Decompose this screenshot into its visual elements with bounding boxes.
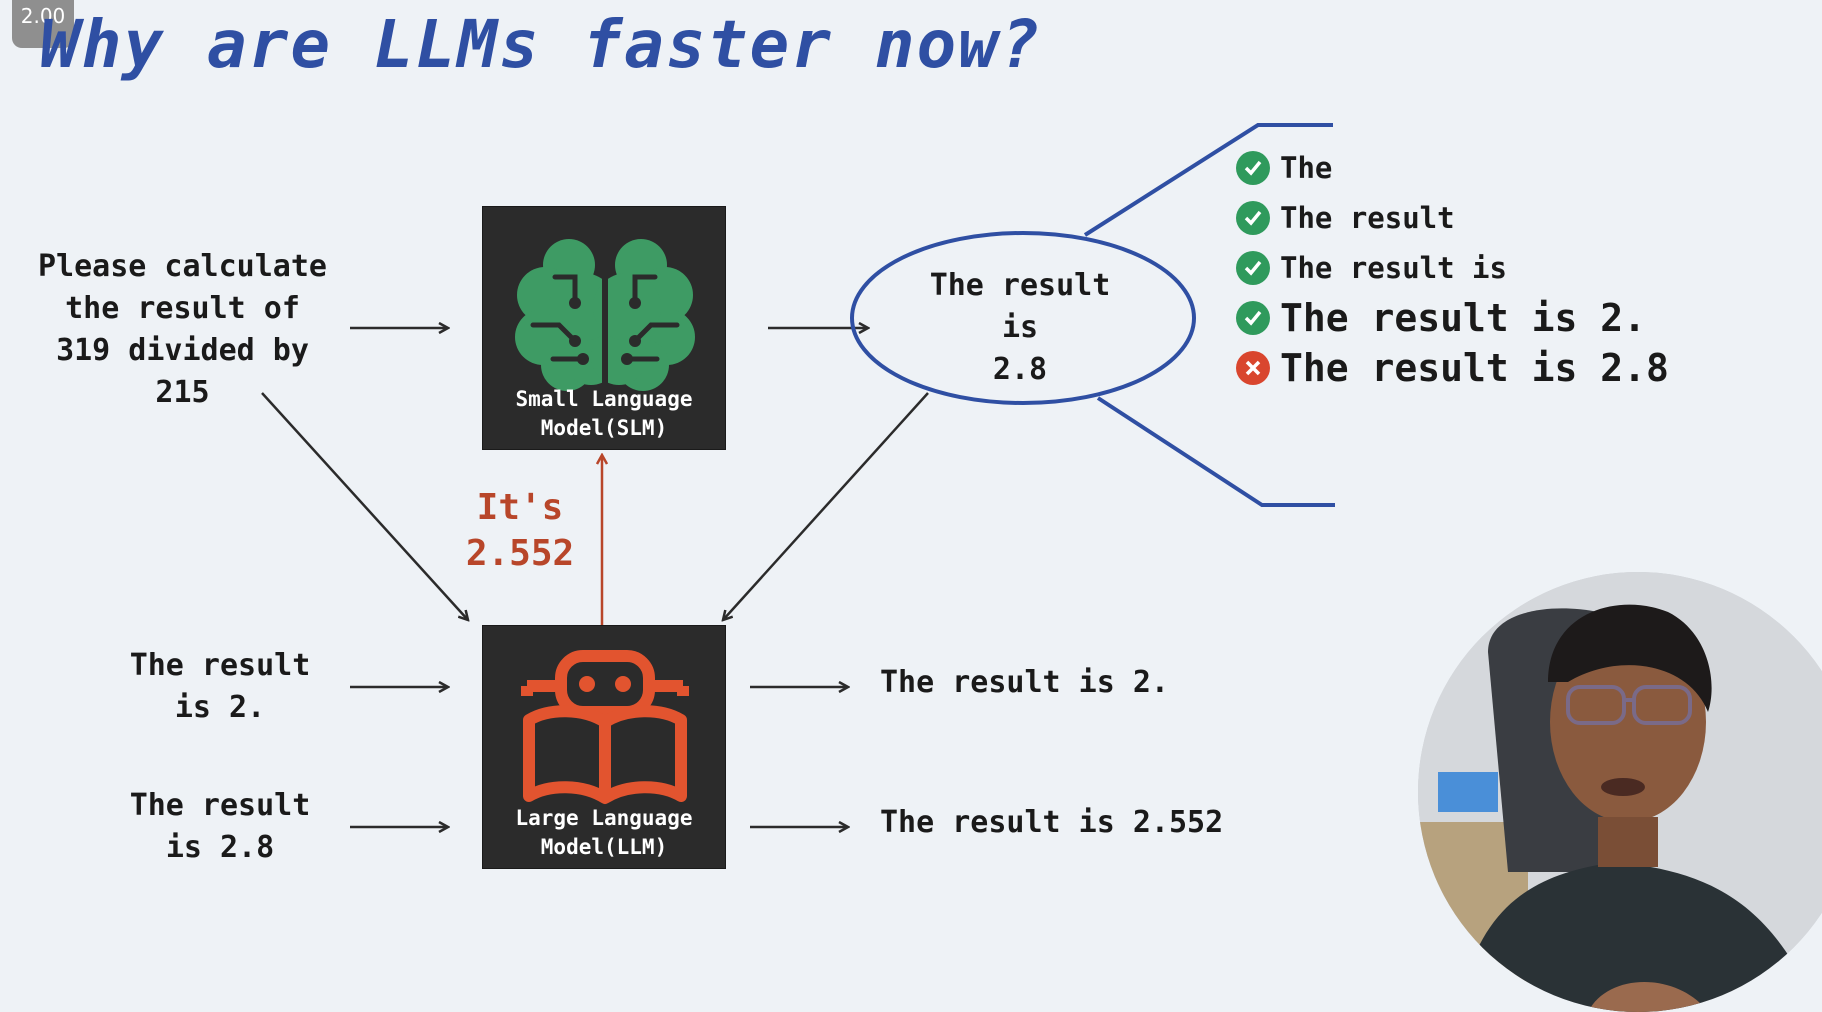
token-bracket-bottom <box>1096 396 1335 507</box>
llm-input: The result is 2.8 <box>80 785 360 869</box>
llm-box: Large Language Model(LLM) <box>482 625 726 869</box>
prompt-line: 215 <box>155 375 210 410</box>
playback-speed-value: 2.00 <box>20 4 66 28</box>
token-text: The result is 2.8 <box>1280 346 1669 390</box>
token-item: The <box>1236 143 1669 193</box>
token-text: The <box>1280 151 1333 185</box>
draft-bubble <box>850 231 1196 405</box>
robot-book-icon <box>521 650 689 804</box>
arrow-bubble-to-llm <box>723 392 929 620</box>
slm-label: Small Language Model(SLM) <box>483 385 725 443</box>
prompt-line: 319 divided by <box>56 333 309 368</box>
check-icon <box>1236 301 1270 335</box>
llm-output: The result is 2. <box>880 665 1169 700</box>
token-item: The result <box>1236 193 1669 243</box>
check-icon <box>1236 201 1270 235</box>
playback-speed-badge[interactable]: 2.00 <box>12 0 74 48</box>
slm-label-line: Small Language <box>515 387 693 411</box>
slm-label-line: Model(SLM) <box>540 416 668 440</box>
llm-input-line: is 2.8 <box>165 830 275 865</box>
llm-input-line: The result <box>129 648 311 683</box>
llm-input-line: The result <box>129 788 311 823</box>
token-item: The result is 2. <box>1236 293 1669 343</box>
draft-line: is <box>1001 310 1039 345</box>
token-text: The result is <box>1280 251 1507 285</box>
brain-icon <box>515 239 695 391</box>
llm-input-line: is 2. <box>174 690 266 725</box>
verify-line: It's <box>476 487 564 528</box>
token-text: The result <box>1280 201 1455 235</box>
prompt-line: the result of <box>65 291 300 326</box>
token-item: The result is 2.8 <box>1236 343 1669 393</box>
llm-label-line: Model(LLM) <box>540 835 668 859</box>
token-text: The result is 2. <box>1280 296 1647 340</box>
token-verification-list: The The result The result is The result … <box>1236 143 1669 393</box>
presenter-video-frame <box>1418 572 1822 1012</box>
check-icon <box>1236 151 1270 185</box>
prompt-text: Please calculate the result of 319 divid… <box>10 246 355 414</box>
draft-line: The result <box>929 268 1111 303</box>
slm-box: Small Language Model(SLM) <box>482 206 726 450</box>
draft-line: 2.8 <box>992 352 1048 387</box>
token-item: The result is <box>1236 243 1669 293</box>
presenter-webcam <box>1418 572 1822 1012</box>
arrow-prompt-to-llm <box>261 392 468 620</box>
llm-label: Large Language Model(LLM) <box>483 804 725 862</box>
prompt-line: Please calculate <box>38 249 327 284</box>
cross-icon <box>1236 351 1270 385</box>
slide-title: Why are LLMs faster now? <box>40 6 1042 83</box>
draft-bubble-text: The result is 2.8 <box>870 265 1170 391</box>
token-bracket-top <box>1083 123 1333 237</box>
check-icon <box>1236 251 1270 285</box>
llm-output: The result is 2.552 <box>880 805 1224 840</box>
llm-label-line: Large Language <box>515 806 693 830</box>
verify-line: 2.552 <box>465 533 575 574</box>
llm-verification-text: It's 2.552 <box>440 485 600 577</box>
llm-input: The result is 2. <box>80 645 360 729</box>
